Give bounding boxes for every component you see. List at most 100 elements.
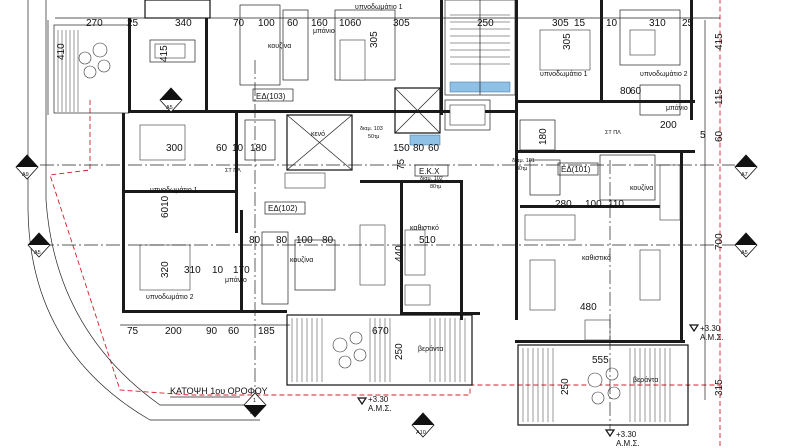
dim: 150 <box>393 143 410 154</box>
top-dimensions: 270 25 340 70 100 60 160 1060 305 250 30… <box>86 18 694 29</box>
section-marker-bottom-left: 1 A5 <box>243 392 267 418</box>
svg-text:1: 1 <box>25 160 28 166</box>
unit-tag-ekx: Ε.Κ.Χ <box>419 167 440 176</box>
unit-tag-101: ΕΔ(101) <box>561 165 591 174</box>
dim: 100 <box>585 199 602 210</box>
room-label: κενό <box>311 130 325 138</box>
level-marker-2: +3.30 Α.Μ.Σ. <box>688 324 724 342</box>
dim: 180 <box>538 128 549 145</box>
level-marker-1: +3.30 Α.Μ.Σ. <box>356 395 392 413</box>
unit-102-furniture <box>139 119 431 306</box>
top-units <box>144 0 681 151</box>
svg-text:A5: A5 <box>741 250 748 256</box>
dim: 100 <box>296 235 313 246</box>
section-marker-left-top: 1 A9 <box>15 154 39 180</box>
top-left-balcony <box>53 24 130 114</box>
dim: 185 <box>258 326 275 337</box>
level-marker-3: +3.30 Α.Μ.Σ. <box>604 429 640 448</box>
dim: 60 <box>630 86 642 97</box>
dim: 280 <box>555 199 572 210</box>
dim: 60 <box>287 18 299 29</box>
section-marker-right-mid: 1 A5 <box>734 232 758 258</box>
dim: 180 <box>250 143 267 154</box>
room-label: καθιστικό <box>582 254 611 262</box>
dim: 310 <box>184 265 201 276</box>
room-label: καθιστικό <box>410 224 439 232</box>
svg-text:A5: A5 <box>34 250 41 256</box>
dim: 270 <box>86 18 103 29</box>
section-marker-top-left: 1 A5 <box>159 87 183 113</box>
dim: 200 <box>165 326 182 337</box>
dim: 1060 <box>339 18 362 29</box>
veranda-101 <box>517 344 689 426</box>
dim: 115 <box>714 89 725 105</box>
svg-text:1: 1 <box>744 160 747 166</box>
svg-text:Α.Μ.Σ.: Α.Μ.Σ. <box>368 404 392 413</box>
room-labels: κουζίνα μπάνιο υπνοδωμάτιο 1 υπνοδωμάτιο… <box>146 3 688 384</box>
lift <box>394 87 491 146</box>
dim: 415 <box>714 33 725 50</box>
void-shaft <box>286 114 353 171</box>
room-label: μπάνιο <box>225 276 247 284</box>
svg-text:A5: A5 <box>250 410 257 416</box>
dim: 110 <box>608 199 624 210</box>
dim: 480 <box>580 302 597 313</box>
dim: 410 <box>56 43 67 60</box>
dim: 6010 <box>160 195 171 218</box>
room-label: ΣΤ ΠΛ <box>225 168 241 174</box>
room-label: υπνοδωμάτιο 2 <box>146 293 194 301</box>
dim: 300 <box>166 143 183 154</box>
walls <box>122 0 695 343</box>
plan-title: ΚΑΤΟΨΗ 1ου ΟΡΟΦΟΥ <box>170 386 268 396</box>
dim: 10 <box>606 18 618 29</box>
room-label: κουζίνα <box>630 184 653 192</box>
note: 80τμ <box>430 184 441 190</box>
svg-text:Α.Μ.Σ.: Α.Μ.Σ. <box>616 439 640 448</box>
room-label: υπνοδωμάτιο 1 <box>355 3 403 11</box>
dim: 10 <box>212 265 224 276</box>
dim: 80 <box>249 235 261 246</box>
notes: διαμ. 103 50τμ διαμ. 102 80τμ διαμ. 101 … <box>360 126 535 190</box>
room-label: μπάνιο <box>313 27 335 35</box>
site-curve <box>27 0 260 421</box>
dim: 320 <box>160 261 171 278</box>
dim: 305 <box>552 18 569 29</box>
dim: 160 <box>311 18 328 29</box>
room-label: κουζίνα <box>268 42 291 50</box>
unit-tag-103: ΕΔ(103) <box>256 92 286 101</box>
unit-tag-102: ΕΔ(102) <box>268 204 298 213</box>
dim: 70 <box>233 18 245 29</box>
dim: 75 <box>127 326 139 337</box>
dim: 305 <box>562 33 573 50</box>
section-marker-right-top: 1 A7 <box>734 154 758 180</box>
dim: 60 <box>228 326 240 337</box>
room-label: υπνοδωμάτιο 2 <box>640 70 688 78</box>
dim: 90 <box>206 326 218 337</box>
svg-text:A5: A5 <box>166 105 173 111</box>
room-label: υπνοδωμάτιο 1 <box>540 70 588 78</box>
dim: 250 <box>560 378 571 395</box>
dim: 80 <box>620 86 632 97</box>
dim: 25 <box>127 18 139 29</box>
property-boundary <box>49 0 721 396</box>
svg-text:A10: A10 <box>416 430 426 436</box>
dim: 415 <box>159 45 170 62</box>
right-dimensions: 415 115 60 700 315 <box>714 33 725 396</box>
svg-text:+3.30: +3.30 <box>616 430 637 439</box>
dim: 340 <box>175 18 192 29</box>
note: 80τμ <box>516 166 527 172</box>
dim: 555 <box>592 355 609 366</box>
dim: 250 <box>477 18 494 29</box>
svg-text:A7: A7 <box>741 172 748 178</box>
svg-text:1: 1 <box>744 238 747 244</box>
svg-text:1: 1 <box>169 93 172 99</box>
section-marker-left-mid: 1 A5 <box>27 232 51 258</box>
dim: 25 <box>682 18 694 29</box>
note: διαμ. 103 <box>360 126 383 132</box>
interior-dimensions: 410 415 305 305 300 60 10 180 150 80 60 … <box>56 31 706 395</box>
staircase <box>444 0 516 96</box>
room-label: μπάνιο <box>666 104 688 112</box>
veranda-102 <box>286 314 473 386</box>
note: διαμ. 102 <box>420 176 443 182</box>
section-marker-bottom: 1 A10 <box>411 412 435 438</box>
